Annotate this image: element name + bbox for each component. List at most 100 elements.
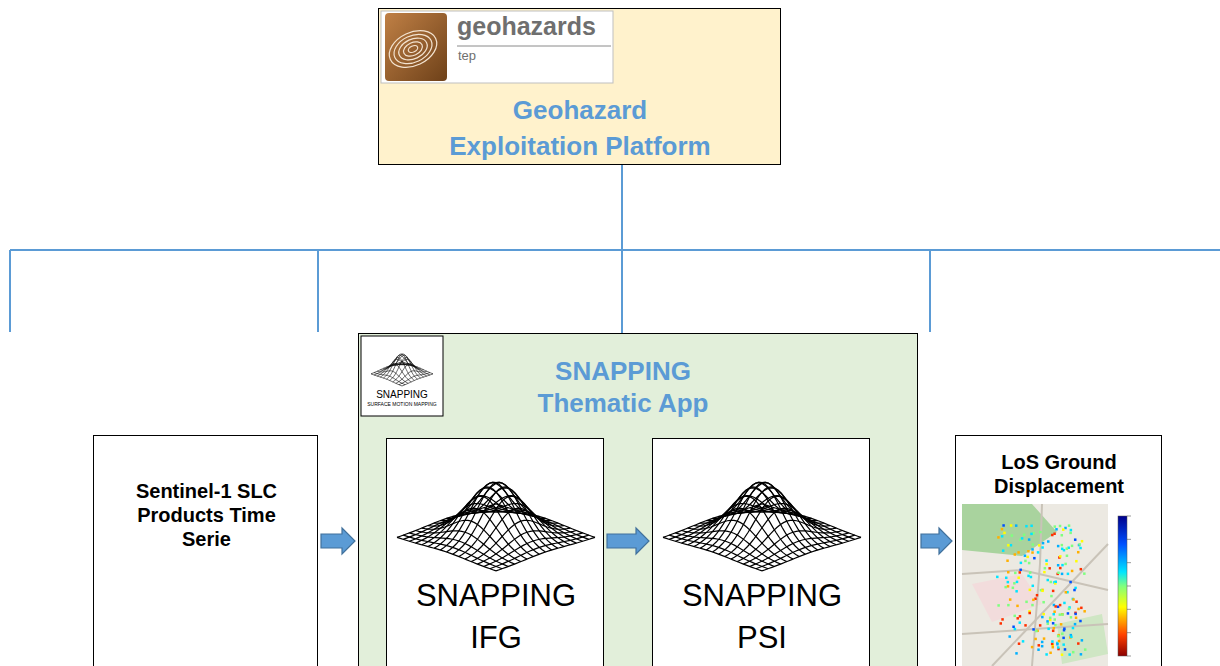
measurement-point <box>1041 590 1044 593</box>
color-bar-tick <box>1127 586 1131 587</box>
measurement-point <box>1083 572 1086 575</box>
measurement-point <box>1003 532 1006 535</box>
measurement-point <box>1030 533 1033 536</box>
measurement-point <box>1057 545 1060 548</box>
mesh-line <box>402 374 433 386</box>
mesh-line <box>397 537 496 571</box>
process-box: SNAPPING IFG <box>386 438 604 666</box>
mesh-line <box>756 535 855 569</box>
measurement-point <box>1032 585 1035 588</box>
measurement-point <box>1061 613 1064 616</box>
measurement-point <box>1026 556 1029 559</box>
measurement-point <box>1031 548 1034 551</box>
measurement-point <box>1068 608 1071 611</box>
measurement-point <box>997 604 1000 607</box>
color-bar-tick <box>1127 632 1131 633</box>
measurement-point <box>1073 589 1076 592</box>
measurement-point <box>1008 635 1011 638</box>
logo-rule <box>457 46 611 47</box>
tree-branch <box>10 249 1220 251</box>
measurement-point <box>1002 524 1005 527</box>
tree-branch <box>9 250 11 332</box>
measurement-point <box>996 576 999 579</box>
measurement-point <box>1039 624 1042 627</box>
measurement-point <box>1047 622 1050 625</box>
measurement-point <box>1059 567 1062 570</box>
logo-ground <box>361 336 443 416</box>
measurement-point <box>1077 551 1080 554</box>
measurement-point <box>1022 640 1025 643</box>
logo-ground <box>381 11 613 83</box>
mesh-line <box>490 535 589 569</box>
color-bar-tick <box>1127 516 1131 517</box>
process-label: SNAPPING IFG <box>411 575 581 659</box>
measurement-point <box>1013 615 1016 618</box>
measurement-point <box>1035 630 1038 633</box>
measurement-point <box>1049 652 1052 655</box>
measurement-point <box>1053 533 1056 536</box>
map-ground <box>962 504 1108 666</box>
measurement-point <box>1080 568 1083 571</box>
measurement-point <box>1007 604 1010 607</box>
measurement-point <box>1063 629 1066 632</box>
measurement-point <box>1014 628 1017 631</box>
measurement-point <box>1032 543 1035 546</box>
measurement-point <box>1007 581 1010 584</box>
logo-subtext: tep <box>458 49 518 63</box>
measurement-point <box>1064 563 1067 566</box>
measurement-point <box>1020 562 1023 565</box>
tree-branch <box>929 250 931 332</box>
measurement-point <box>1016 581 1019 584</box>
measurement-point <box>1075 560 1078 563</box>
measurement-point <box>1047 579 1050 582</box>
measurement-point <box>1041 645 1044 648</box>
measurement-point <box>1075 600 1078 603</box>
measurement-point <box>1016 605 1019 608</box>
measurement-point <box>1052 646 1055 649</box>
tree-branch <box>317 250 319 332</box>
measurement-point <box>1031 646 1034 649</box>
contour-line <box>383 23 442 74</box>
measurement-point <box>1045 559 1048 562</box>
logo-icon <box>385 13 447 81</box>
measurement-point <box>1038 544 1041 547</box>
measurement-point <box>1072 627 1075 630</box>
measurement-point <box>1083 610 1086 613</box>
measurement-point <box>1032 628 1035 631</box>
measurement-point <box>1057 634 1060 637</box>
measurement-point <box>1054 525 1057 528</box>
measurement-point <box>1017 576 1020 579</box>
platform-box: geohazardstepGeohazard Exploitation Plat… <box>378 8 781 165</box>
measurement-point <box>1059 613 1062 616</box>
measurement-point <box>1046 620 1049 623</box>
contour-line <box>407 44 419 54</box>
measurement-point <box>1078 543 1081 546</box>
measurement-point <box>1030 576 1033 579</box>
measurement-point <box>1002 549 1005 552</box>
measurement-point <box>1052 630 1055 633</box>
measurement-point <box>1045 653 1048 656</box>
measurement-point <box>1066 555 1069 558</box>
output-label: LoS Ground Displacement <box>984 450 1134 498</box>
measurement-point <box>1048 567 1051 570</box>
measurement-point <box>1005 577 1008 580</box>
measurement-point <box>1084 648 1087 651</box>
mesh-line <box>374 373 405 385</box>
measurement-point <box>1062 643 1065 646</box>
measurement-point <box>1050 581 1053 584</box>
measurement-point <box>1039 531 1042 534</box>
measurement-point <box>1061 573 1064 576</box>
measurement-point <box>1038 644 1041 647</box>
measurement-point <box>1054 581 1057 584</box>
measurement-point <box>1051 644 1054 647</box>
measurement-point <box>1009 598 1012 601</box>
measurement-point <box>1070 616 1073 619</box>
map-road <box>962 570 1108 590</box>
measurement-point <box>1057 572 1060 575</box>
map-area <box>972 574 1042 622</box>
measurement-point <box>1053 610 1056 613</box>
measurement-point <box>1052 590 1055 593</box>
measurement-point <box>1031 551 1034 554</box>
measurement-point <box>1019 621 1022 624</box>
measurement-point <box>1075 616 1078 619</box>
